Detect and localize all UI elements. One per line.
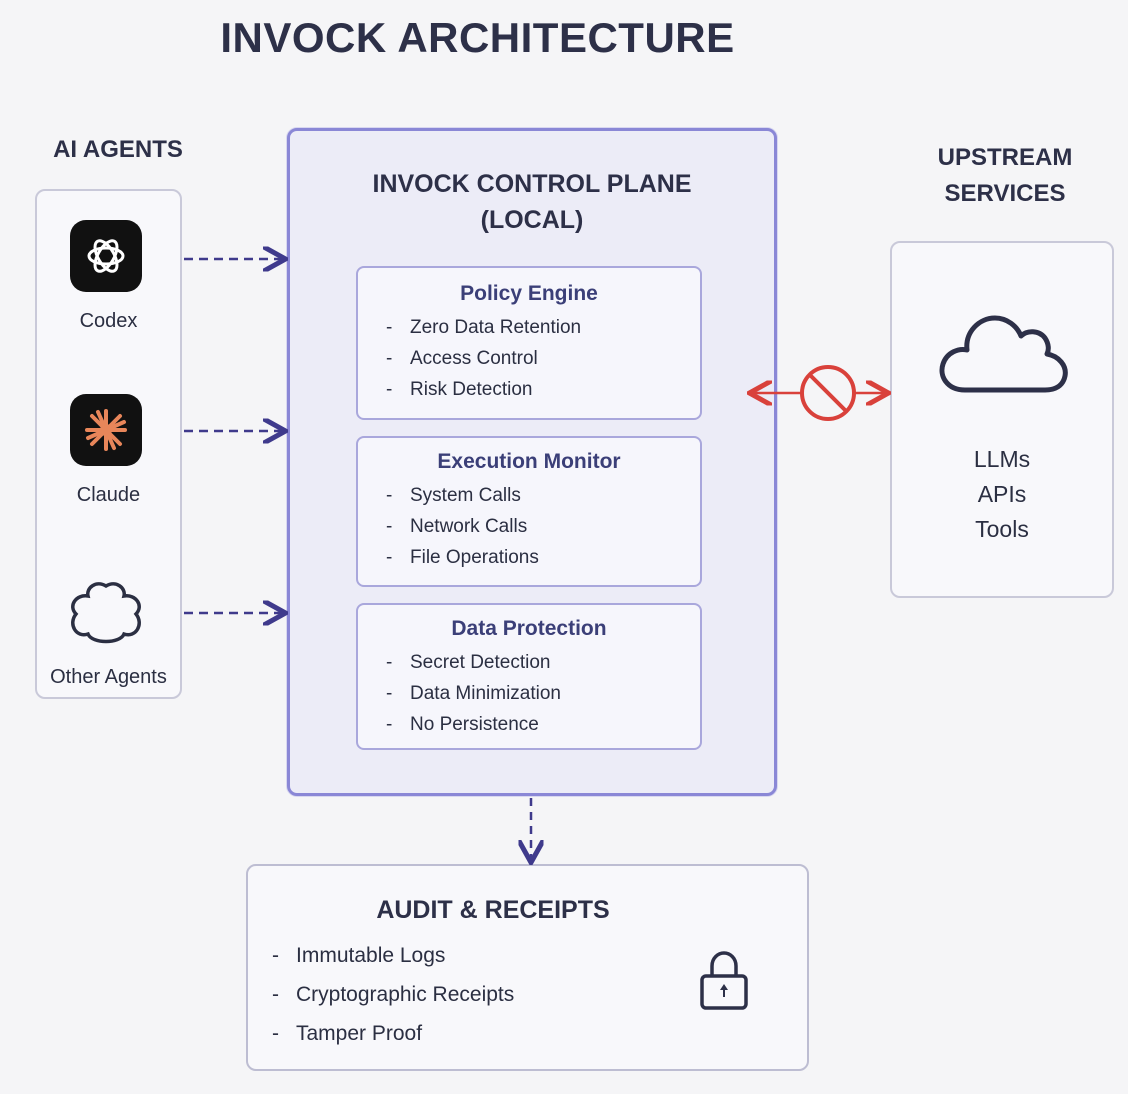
agent-label-codex: Codex bbox=[79, 310, 138, 332]
module-title: Execution Monitor bbox=[437, 450, 621, 473]
module-title: Policy Engine bbox=[460, 282, 598, 305]
list-item: -Secret Detection bbox=[386, 652, 551, 673]
openai-icon bbox=[70, 220, 142, 292]
upstream-panel bbox=[890, 241, 1114, 598]
agents-heading: AI AGENTS bbox=[53, 136, 183, 163]
list-item: -Network Calls bbox=[386, 516, 528, 537]
upstream-item-apis: APIs bbox=[977, 481, 1027, 507]
list-item: -Risk Detection bbox=[386, 379, 533, 400]
module-data-protection: Data Protection -Secret Detection -Data … bbox=[356, 603, 702, 750]
cloud-icon bbox=[935, 300, 1071, 400]
blob-icon bbox=[66, 578, 146, 648]
list-item: -Access Control bbox=[386, 348, 538, 369]
module-policy-engine: Policy Engine -Zero Data Retention -Acce… bbox=[356, 266, 702, 420]
audit-title: AUDIT & RECEIPTS bbox=[376, 896, 610, 924]
module-execution-monitor: Execution Monitor -System Calls -Network… bbox=[356, 436, 702, 587]
upstream-heading-line2: SERVICES bbox=[944, 180, 1066, 207]
control-plane-title-line2: (LOCAL) bbox=[480, 206, 584, 234]
agent-label-other: Other Agents bbox=[50, 666, 167, 688]
blocked-icon bbox=[800, 365, 856, 421]
agent-label-claude: Claude bbox=[76, 484, 141, 506]
upstream-item-tools: Tools bbox=[975, 516, 1029, 542]
list-item: -Tamper Proof bbox=[272, 1022, 423, 1045]
list-item: -Cryptographic Receipts bbox=[272, 983, 515, 1006]
module-title: Data Protection bbox=[451, 617, 607, 640]
diagram-title: INVOCK ARCHITECTURE bbox=[220, 14, 735, 61]
lock-icon bbox=[696, 948, 752, 1012]
upstream-item-llms: LLMs bbox=[973, 446, 1031, 472]
claude-icon bbox=[70, 394, 142, 466]
list-item: -Data Minimization bbox=[386, 683, 561, 704]
list-item: -Zero Data Retention bbox=[386, 317, 582, 338]
list-item: -System Calls bbox=[386, 485, 521, 506]
upstream-heading: UPSTREAM SERVICES bbox=[900, 140, 1110, 212]
upstream-heading-line1: UPSTREAM bbox=[937, 144, 1073, 171]
list-item: -No Persistence bbox=[386, 714, 539, 735]
control-plane-title: INVOCK CONTROL PLANE (LOCAL) bbox=[287, 166, 777, 238]
list-item: -Immutable Logs bbox=[272, 944, 446, 967]
audit-panel: AUDIT & RECEIPTS -Immutable Logs -Crypto… bbox=[246, 864, 809, 1071]
list-item: -File Operations bbox=[386, 547, 539, 568]
control-plane-title-line1: INVOCK CONTROL PLANE bbox=[372, 170, 692, 198]
